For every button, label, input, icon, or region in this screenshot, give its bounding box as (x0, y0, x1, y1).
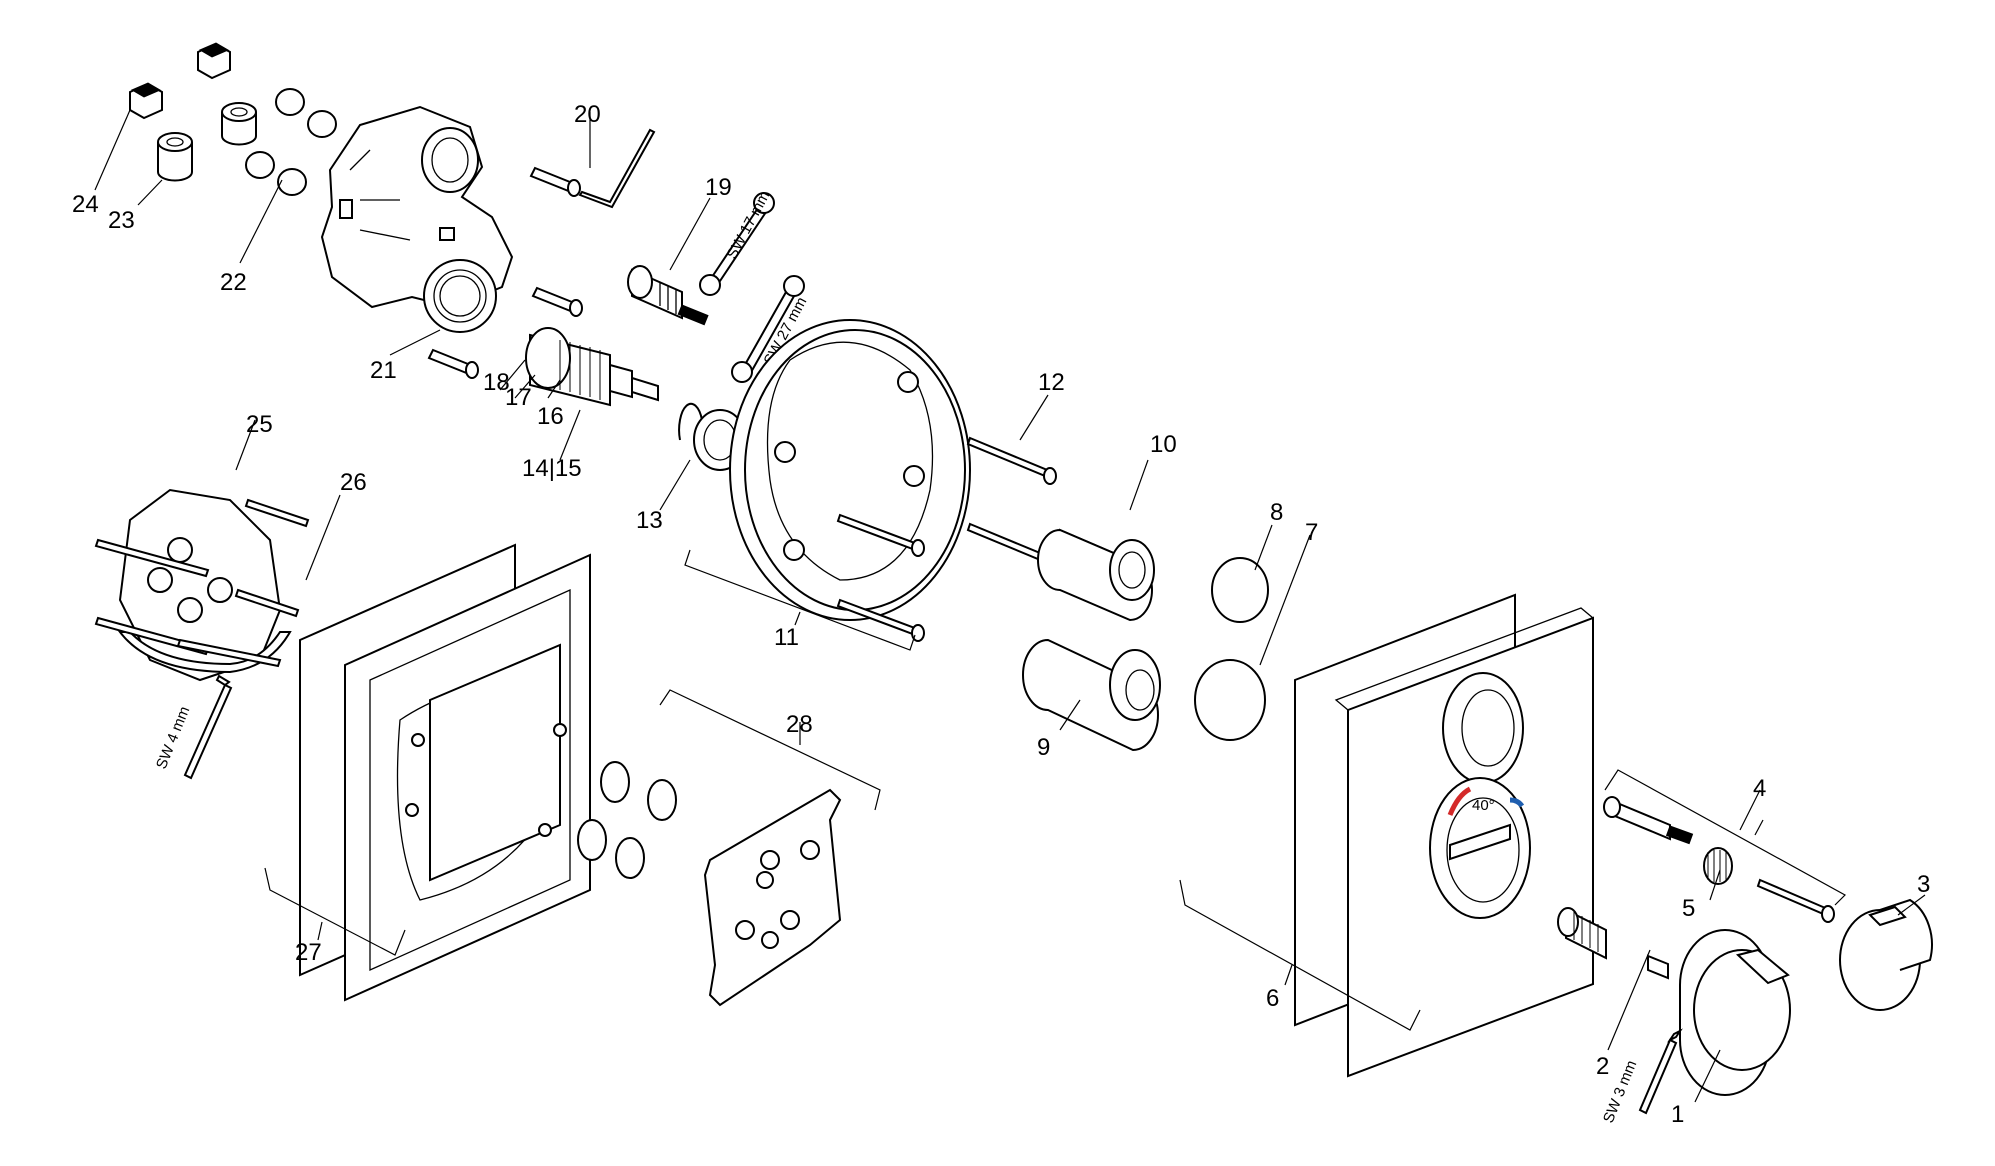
part-8-seal (1211, 557, 1269, 623)
label-19: 19 (705, 174, 732, 201)
label-21: 21 (370, 357, 397, 384)
part-26-screws (94, 498, 310, 668)
label-24: 24 (72, 191, 99, 218)
part-9-sleeve (1022, 638, 1161, 752)
part-5-adapter (1703, 847, 1733, 885)
part-1-handle (1679, 929, 1791, 1096)
label-1: 1 (1671, 1101, 1684, 1128)
label-13: 13 (636, 507, 663, 534)
sw4-hexkey: SW 4 mm (153, 674, 233, 780)
part-20-screws-hexkey (427, 128, 656, 379)
part-23-sleeve (157, 102, 257, 182)
label-23: 23 (108, 207, 135, 234)
part-3-cap (1839, 898, 1933, 1011)
label-26: 26 (340, 469, 367, 496)
part-2-extension (1557, 907, 1669, 980)
hot-indicator (1447, 786, 1472, 816)
label-9: 9 (1037, 734, 1050, 761)
part-18-cartridge (525, 327, 659, 407)
label-3: 3 (1917, 871, 1930, 898)
part-21-valve-body (320, 105, 514, 333)
o-rings (577, 761, 677, 879)
part-7-seal (1194, 659, 1266, 741)
label-7: 7 (1305, 519, 1318, 546)
cold-indicator (1509, 797, 1525, 808)
label-14-15: 14|15 (522, 455, 582, 482)
sw3-hexkey: SW 3 mm (1600, 1028, 1683, 1125)
label-11: 11 (774, 624, 799, 651)
label-12: 12 (1038, 369, 1065, 396)
label-8: 8 (1270, 499, 1283, 526)
part-10-sleeve (1037, 528, 1155, 622)
dial-temp-label: 40° (1472, 797, 1495, 814)
label-5: 5 (1682, 895, 1695, 922)
label-17: 17 (505, 384, 532, 411)
part-27-frame (299, 543, 591, 1002)
part-24-fitting (129, 42, 231, 120)
label-28: 28 (786, 711, 813, 738)
part-11-screws (836, 513, 925, 642)
sw17-wrench: SW 17 mm (699, 188, 775, 296)
part-4-spindle (1603, 796, 1835, 923)
label-10: 10 (1150, 431, 1177, 458)
label-25: 25 (246, 411, 273, 438)
label-18: 18 (483, 369, 510, 396)
label-27: 27 (295, 939, 322, 966)
part-11-cover-plate (729, 319, 971, 621)
label-6: 6 (1266, 985, 1279, 1012)
label-16: 16 (537, 403, 564, 430)
label-22: 22 (220, 269, 247, 296)
part-28-mounting-plate (703, 788, 842, 1007)
label-20: 20 (574, 101, 601, 128)
part-25-bracket (117, 488, 292, 682)
part-22-seal-rings (245, 88, 337, 196)
label-2: 2 (1596, 1053, 1609, 1080)
part-labels: 1 2 3 4 5 6 7 8 9 10 11 12 13 14|15 16 1… (72, 101, 1930, 1128)
sw4-label: SW 4 mm (153, 704, 193, 771)
part-19-check-valve (627, 265, 709, 326)
leader-lines (94, 109, 1926, 1103)
label-4: 4 (1753, 775, 1766, 802)
part-6-trim-plate: 40° (1294, 593, 1594, 1078)
